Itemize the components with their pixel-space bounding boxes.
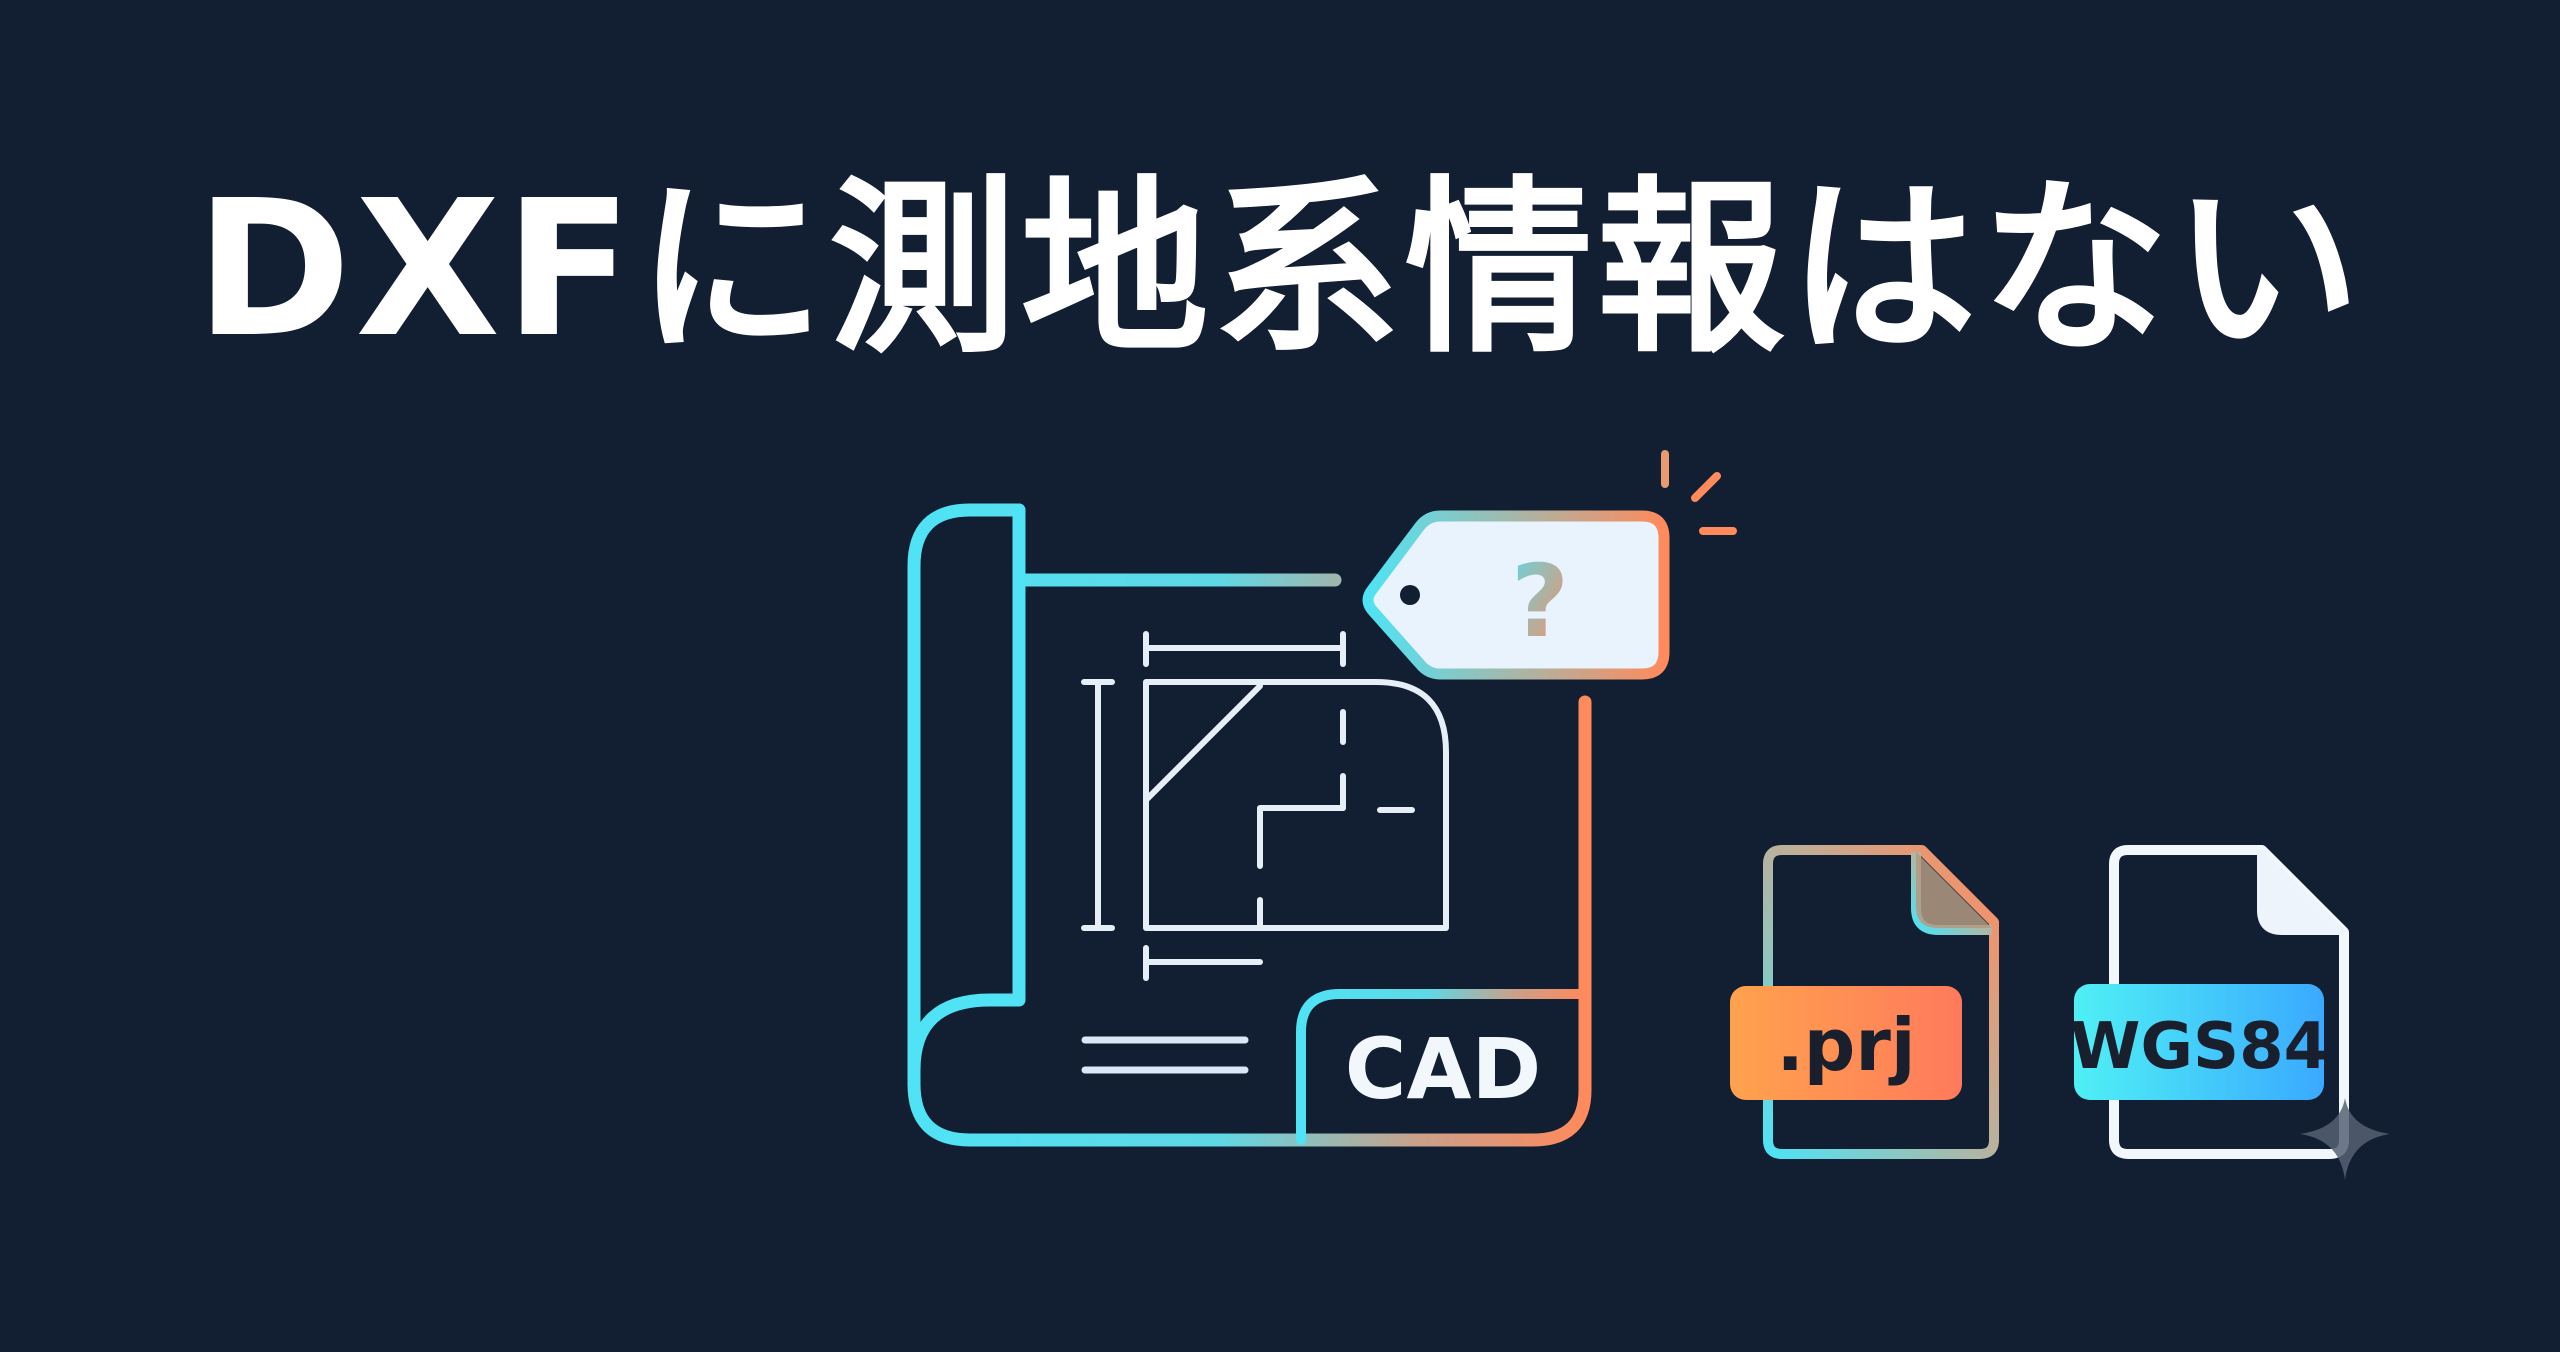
floor-plan [1081, 631, 1449, 981]
drawing-sheet-outline [907, 503, 1592, 1147]
tag-body [1362, 510, 1670, 680]
cad-label: CAD [1345, 1020, 1541, 1118]
missing-info-tag-icon: ? [1362, 510, 1670, 680]
prj-label: .prj [1776, 1003, 1915, 1087]
sparkle-icon [2300, 1098, 2390, 1180]
headline: DXFに測地系情報はない [195, 160, 2365, 379]
spark-icon [1661, 450, 1737, 535]
drawing-roll-curl [907, 503, 1026, 1077]
prj-label-badge [1730, 986, 1962, 1100]
title-block [1296, 989, 1590, 1145]
wgs84-label: WGS84 [2070, 1010, 2328, 1084]
wgs84-file-icon: WGS84 [2070, 845, 2349, 1159]
tag-hole [1400, 585, 1420, 605]
wgs84-label-badge [2074, 984, 2324, 1100]
cad-drawing-icon [907, 503, 1592, 1147]
prj-file-icon: .prj [1730, 845, 1999, 1159]
tag-question-mark: ? [1511, 543, 1569, 660]
